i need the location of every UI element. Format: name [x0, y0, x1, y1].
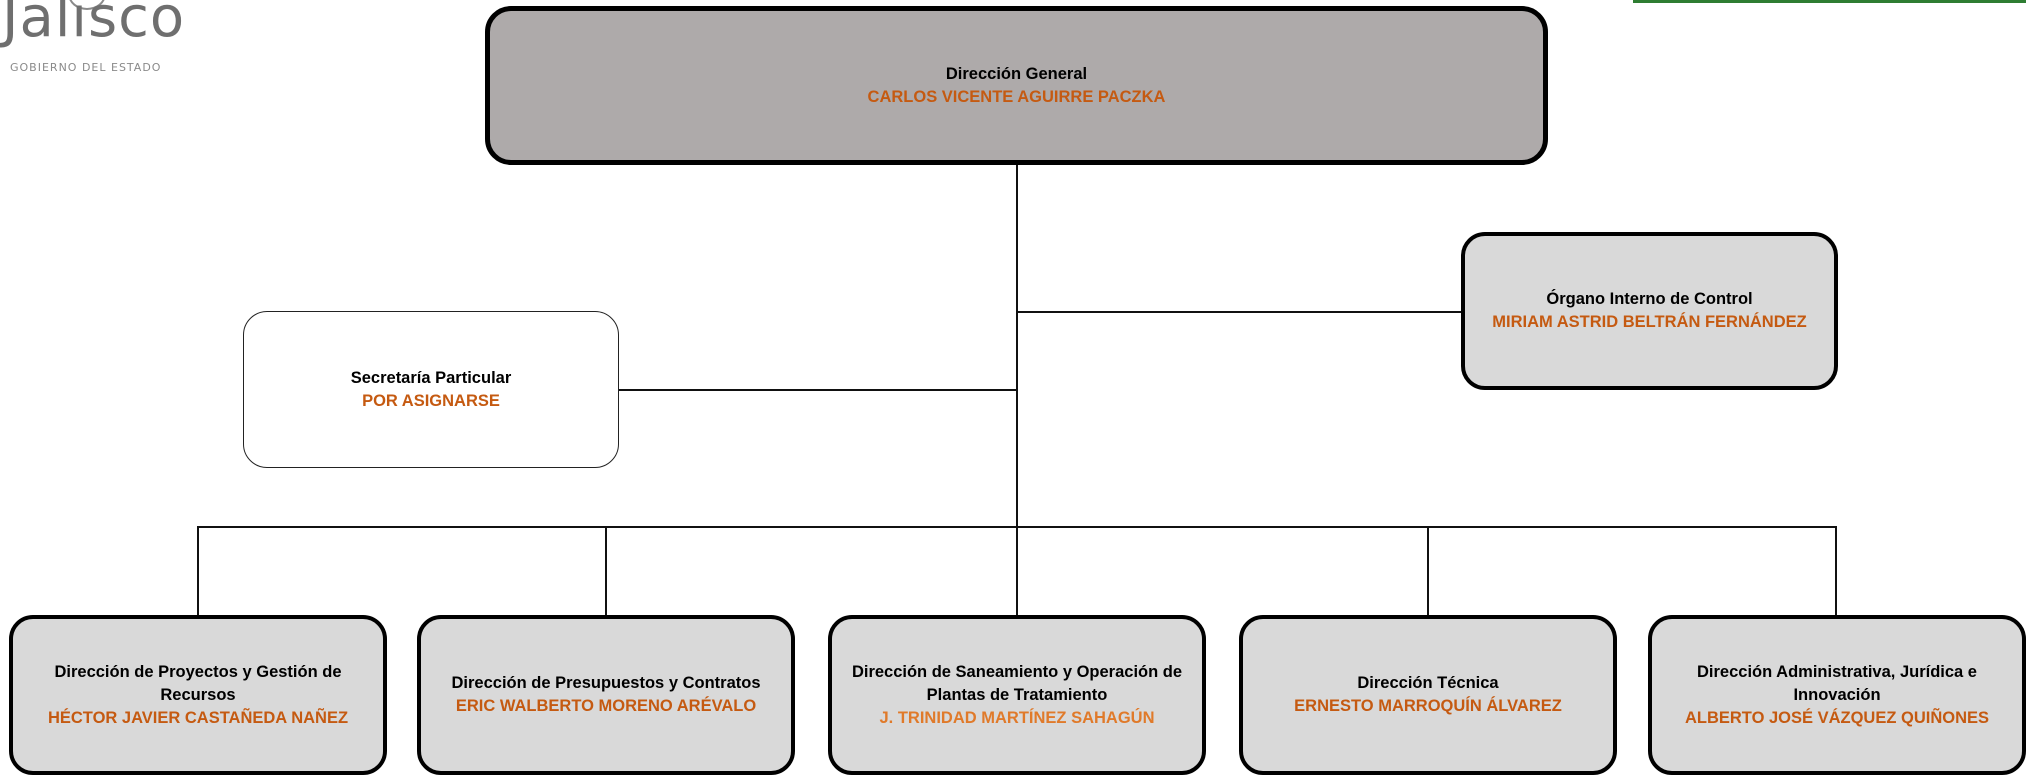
control-connector [1016, 311, 1462, 313]
drop-5 [1835, 526, 1837, 617]
logo-wordmark: Jalisco [2, 0, 186, 50]
node-title: Dirección General [945, 64, 1088, 83]
node-person: MIRIAM ASTRID BELTRÁN FERNÁNDEZ [1492, 313, 1807, 331]
node-direccion-proyectos: Dirección de Proyectos y Gestión de Recu… [9, 615, 387, 775]
node-direccion-tecnica: Dirección Técnica ERNESTO MARROQUÍN ÁLVA… [1239, 615, 1617, 775]
node-title: Dirección Administrativa, Jurídica e Inn… [1697, 662, 1977, 704]
node-person: ERNESTO MARROQUÍN ÁLVAREZ [1294, 697, 1562, 715]
secretaria-connector [618, 389, 1017, 391]
node-person: ERIC WALBERTO MORENO ARÉVALO [455, 697, 757, 715]
node-title: Dirección de Saneamiento y Operación de … [851, 662, 1183, 704]
node-title: Dirección de Proyectos y Gestión de Recu… [54, 662, 342, 704]
node-person: HÉCTOR JAVIER CASTAÑEDA NAÑEZ [47, 708, 349, 727]
node-title: Órgano Interno de Control [1546, 290, 1753, 308]
node-title: Dirección de Presupuestos y Contratos [451, 674, 761, 692]
top-accent-rule [1633, 0, 2026, 3]
node-person: J. TRINIDAD MARTÍNEZ SAHAGÚN [879, 708, 1155, 727]
logo-subtitle: GOBIERNO DEL ESTADO [10, 61, 162, 74]
drop-1 [197, 526, 199, 617]
drop-4 [1427, 526, 1429, 617]
trunk-line [1016, 164, 1018, 617]
node-secretaria-particular: Secretaría Particular POR ASIGNARSE [243, 311, 619, 468]
jalisco-logo: Jalisco GOBIERNO DEL ESTADO [0, 0, 190, 80]
node-organo-interno-control: Órgano Interno de Control MIRIAM ASTRID … [1461, 232, 1838, 390]
node-direccion-presupuestos: Dirección de Presupuestos y Contratos ER… [417, 615, 795, 775]
directorates-bus [197, 526, 1836, 528]
node-direccion-administrativa: Dirección Administrativa, Jurídica e Inn… [1648, 615, 2026, 775]
drop-2 [605, 526, 607, 617]
node-person: CARLOS VICENTE AGUIRRE PACZKA [867, 87, 1166, 106]
node-person: POR ASIGNARSE [362, 391, 500, 410]
node-direccion-saneamiento: Dirección de Saneamiento y Operación de … [828, 615, 1206, 775]
node-direccion-general: Dirección General CARLOS VICENTE AGUIRRE… [485, 6, 1548, 165]
node-title: Secretaría Particular [350, 368, 512, 387]
node-person: ALBERTO JOSÉ VÁZQUEZ QUIÑONES [1684, 708, 1990, 727]
node-title: Dirección Técnica [1357, 674, 1499, 692]
